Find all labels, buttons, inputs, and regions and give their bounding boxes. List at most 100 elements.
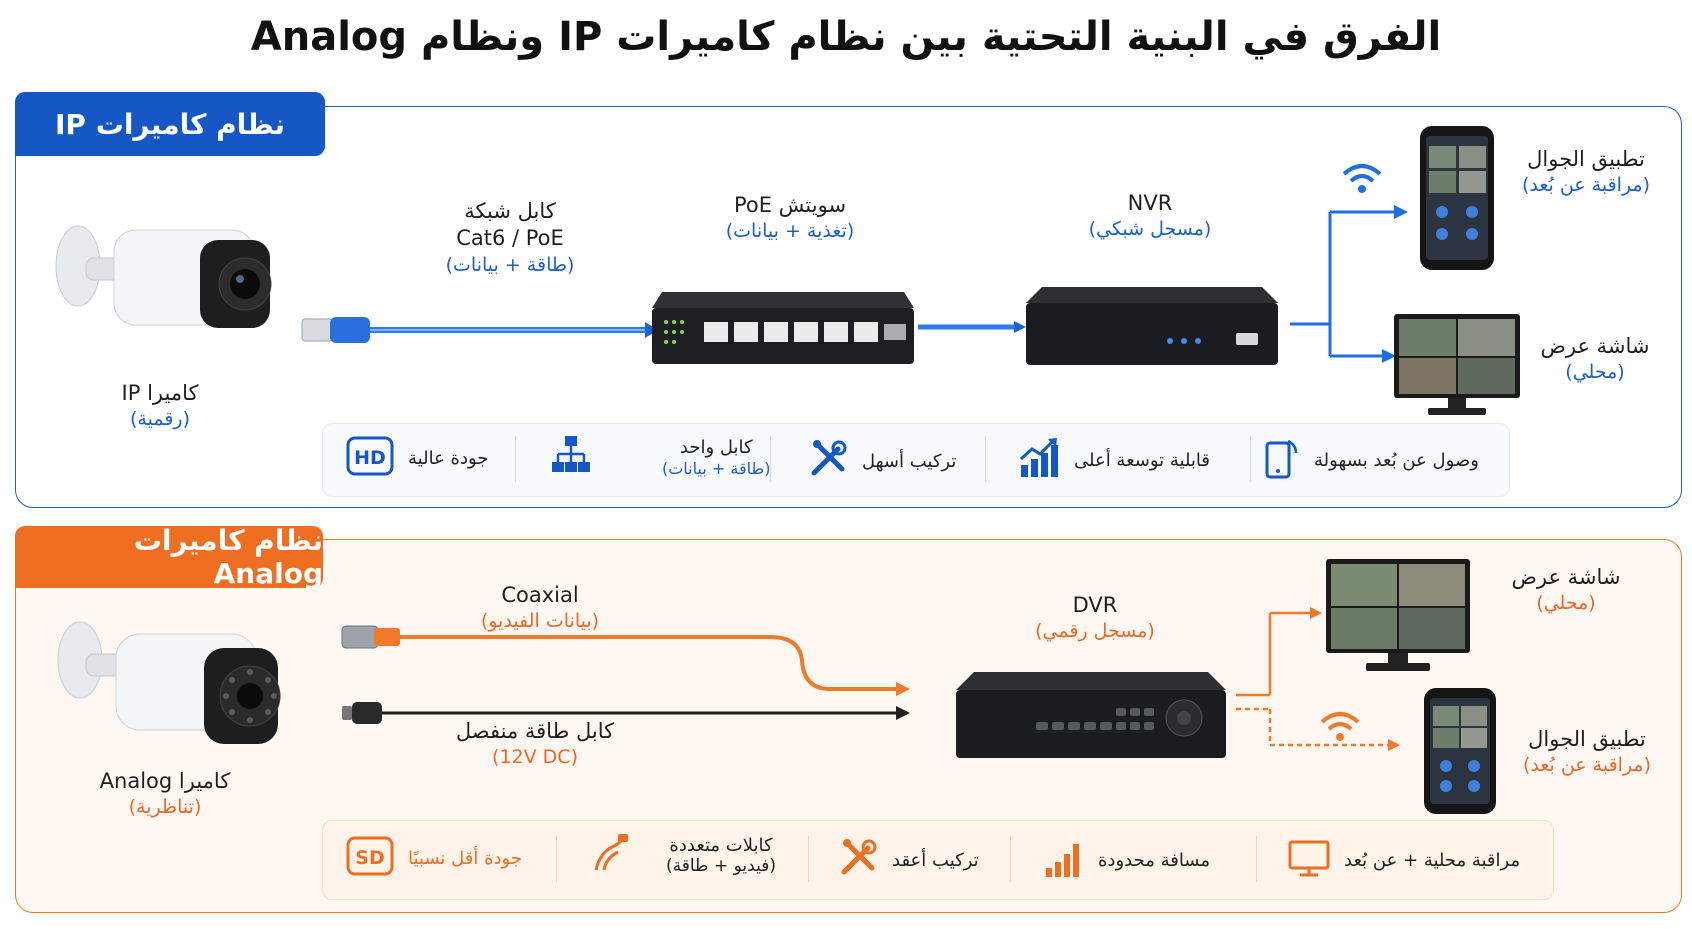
analog-feature-distance: مسافة محدودة <box>1044 838 1210 883</box>
ip-system-tab: نظام كاميرات IP <box>15 92 325 156</box>
sd-icon: SD <box>346 836 394 881</box>
analog-system-tab: نظام كاميرات Analog <box>15 524 323 590</box>
nvr-title: NVR <box>1127 191 1173 215</box>
ip-cable-sub: (طاقة + بيانات) <box>445 253 575 276</box>
ip-feature-hd-text: جودة عالية <box>408 447 489 469</box>
analog-feature-multi-cables-title: كابلات متعددة <box>669 834 773 856</box>
analog-feature-monitoring: مراقبة محلية + عن بُعد <box>1288 838 1520 883</box>
tools-icon <box>838 838 878 883</box>
analog-camera-sub: (تناظرية) <box>128 796 202 819</box>
ip-feature-single-cable-sub: (طاقة + بيانات) <box>662 458 771 478</box>
network-icon <box>550 434 592 481</box>
coax-title: Coaxial <box>501 583 579 607</box>
analog-feature-sd: جودة أقل نسبيًا SD <box>346 836 522 881</box>
ip-feature-divider <box>770 436 771 482</box>
nvr-sub: (مسجل شبكي) <box>1088 218 1212 241</box>
analog-phone-image <box>1422 686 1498 816</box>
ip-mobile-label: تطبيق الجوال (مراقبة عن بُعد) <box>1506 146 1666 198</box>
power-cable-label: كابل طاقة منفصل (12V DC) <box>430 718 640 770</box>
remote-phone-icon <box>1262 437 1300 484</box>
tools-icon <box>808 439 848 484</box>
analog-feature-multi-cables-sub: (فيديو + طاقة) <box>666 856 776 877</box>
svg-text:SD: SD <box>355 847 384 869</box>
analog-feature-install: تركيب أعقد <box>838 838 979 883</box>
page-title: الفرق في البنية التحتية بين نظام كاميرات… <box>250 14 1442 60</box>
coax-sub: (بيانات الفيديو) <box>480 610 600 633</box>
analog-camera-image <box>36 620 296 770</box>
analog-cables <box>330 616 950 726</box>
analog-feature-sd-text: جودة أقل نسبيًا <box>408 847 522 869</box>
analog-camera-label: كاميرا Analog (تناظرية) <box>60 768 270 820</box>
ip-camera-label: كاميرا IP (رقمية) <box>60 380 260 432</box>
dvr-label: DVR (مسجل رقمي) <box>1010 592 1180 644</box>
ip-camera-image <box>30 210 290 370</box>
ip-camera-sub: (رقمية) <box>130 408 190 431</box>
dvr-sub: (مسجل رقمي) <box>1035 620 1155 643</box>
ip-feature-single-cable-title: كابل واحد <box>679 437 753 459</box>
ip-monitor-title: شاشة عرض <box>1540 334 1650 358</box>
ip-mobile-sub: (مراقبة عن بُعد) <box>1521 174 1651 197</box>
ip-feature-divider <box>985 436 986 482</box>
analog-monitor-title: شاشة عرض <box>1511 565 1621 589</box>
analog-feature-monitoring-text: مراقبة محلية + عن بُعد <box>1344 849 1521 871</box>
growth-chart-icon <box>1018 437 1060 484</box>
poe-switch-label: سويتش PoE (تغذية + بيانات) <box>690 192 890 244</box>
cables-icon <box>590 832 630 879</box>
analog-feature-divider <box>1010 836 1011 882</box>
poe-switch-title: سويتش PoE <box>733 193 847 217</box>
ip-feature-install: تركيب أسهل <box>808 439 956 484</box>
coax-label: Coaxial (بيانات الفيديو) <box>460 582 620 634</box>
wifi-icon <box>1318 710 1362 744</box>
analog-mobile-label: تطبيق الجوال (مراقبة عن بُعد) <box>1506 726 1668 778</box>
analog-mobile-sub: (مراقبة عن بُعد) <box>1522 754 1652 777</box>
ip-phone-image <box>1418 124 1496 272</box>
poe-switch-image <box>648 286 918 376</box>
ip-feature-install-text: تركيب أسهل <box>862 450 957 472</box>
analog-feature-distance-text: مسافة محدودة <box>1098 849 1211 871</box>
analog-feature-multi-cables-text: كابلات متعددة (فيديو + طاقة) <box>666 835 776 877</box>
ip-monitor-image <box>1392 312 1522 418</box>
ip-feature-single-cable: كابل واحد (طاقة + بيانات) <box>550 434 770 481</box>
poe-switch-sub: (تغذية + بيانات) <box>725 220 855 243</box>
ip-feature-remote-text: وصول عن بُعد بسهولة <box>1314 449 1479 471</box>
ip-features-bar <box>322 423 1510 497</box>
monitor-icon <box>1288 838 1330 883</box>
svg-text:HD: HD <box>354 447 386 469</box>
nvr-image <box>1022 283 1282 373</box>
analog-feature-divider <box>1256 836 1257 882</box>
ip-feature-divider <box>1250 436 1251 482</box>
ip-ethernet-cable <box>300 305 660 355</box>
ip-cable-line1: كابل شبكة <box>464 199 556 223</box>
ip-cable-label: كابل شبكة Cat6 / PoE (طاقة + بيانات) <box>420 198 600 277</box>
ip-camera-title: كاميرا IP <box>121 381 199 405</box>
power-cable-title: كابل طاقة منفصل <box>455 719 615 743</box>
nvr-output-arrows <box>1290 200 1410 370</box>
nvr-label: NVR (مسجل شبكي) <box>1060 190 1240 242</box>
ip-feature-scalability-text: قابلية توسعة أعلى <box>1074 449 1211 471</box>
power-cable-sub: (12V DC) <box>492 746 578 769</box>
dvr-output-arrows <box>1234 605 1404 755</box>
ip-mobile-title: تطبيق الجوال <box>1527 147 1645 171</box>
ip-feature-hd: جودة عالية HD <box>346 436 488 481</box>
analog-feature-divider <box>556 836 557 882</box>
analog-monitor-sub: (محلي) <box>1536 592 1596 615</box>
dvr-title: DVR <box>1072 593 1118 617</box>
ip-feature-scalability: قابلية توسعة أعلى <box>1018 437 1210 484</box>
analog-mobile-title: تطبيق الجوال <box>1528 727 1646 751</box>
ip-monitor-label: شاشة عرض (محلي) <box>1530 333 1660 385</box>
analog-feature-install-text: تركيب أعقد <box>892 849 979 871</box>
dvr-image <box>952 668 1230 766</box>
signal-bars-icon <box>1044 838 1084 883</box>
switch-nvr-link <box>918 318 1026 333</box>
analog-feature-multi-cables: كابلات متعددة (فيديو + طاقة) <box>590 832 776 879</box>
ip-feature-remote: وصول عن بُعد بسهولة <box>1262 437 1479 484</box>
analog-monitor-image <box>1324 557 1472 675</box>
analog-features-bar <box>322 820 1554 900</box>
hd-icon: HD <box>346 436 394 481</box>
analog-camera-title: كاميرا Analog <box>99 769 231 793</box>
ip-feature-divider <box>515 436 516 482</box>
ip-feature-single-cable-text: كابل واحد (طاقة + بيانات) <box>662 437 770 478</box>
analog-feature-divider <box>808 836 809 882</box>
analog-monitor-label: شاشة عرض (محلي) <box>1496 564 1636 616</box>
